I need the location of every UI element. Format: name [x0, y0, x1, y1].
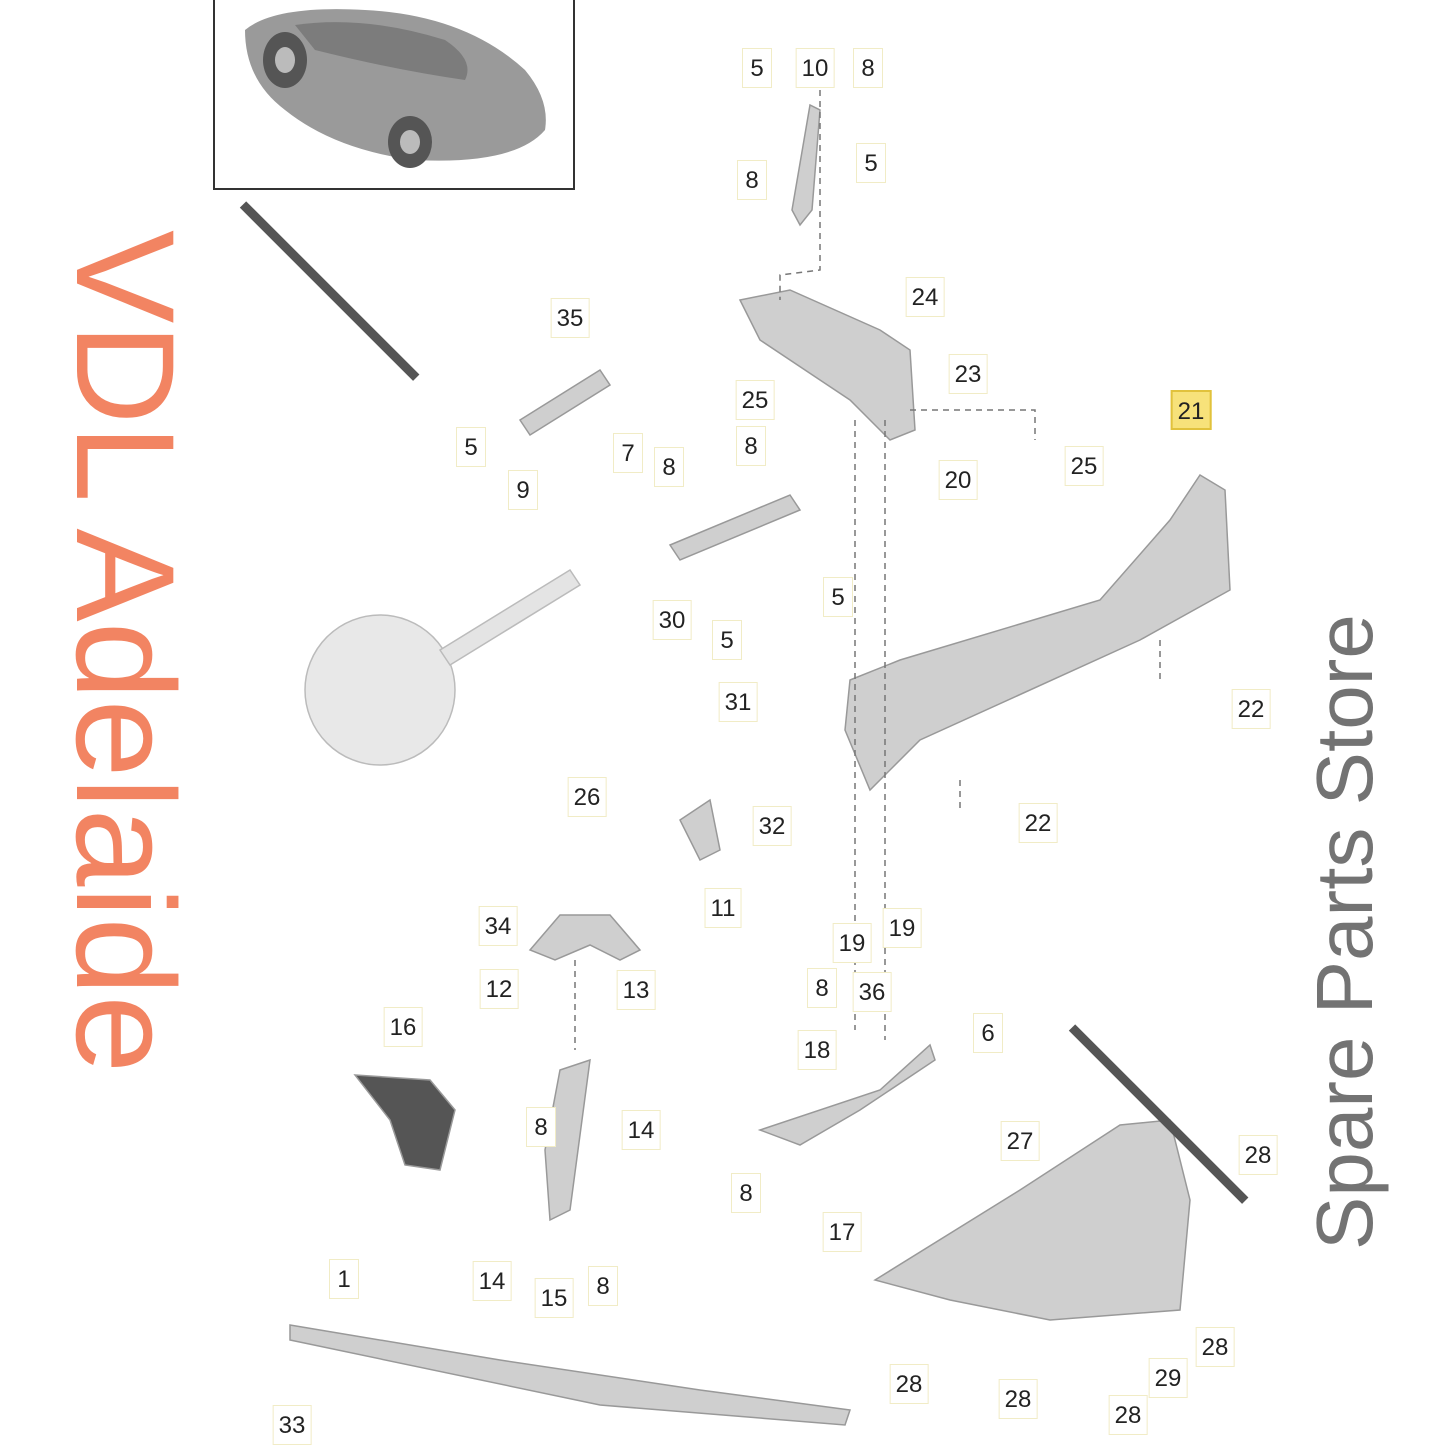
mount-34: [528, 914, 642, 961]
underbody-panel-27: [873, 1119, 1191, 1321]
part-label[interactable]: 13: [616, 970, 656, 1010]
part-label[interactable]: 25: [735, 380, 775, 420]
crossmember-21: [844, 473, 1231, 792]
part-label[interactable]: 28: [998, 1379, 1038, 1419]
part-label[interactable]: 31: [718, 682, 758, 722]
part-label[interactable]: 12: [479, 969, 519, 1009]
part-label[interactable]: 15: [534, 1278, 574, 1318]
part-label[interactable]: 17: [822, 1212, 862, 1252]
part-label[interactable]: 5: [856, 143, 886, 183]
part-label[interactable]: 10: [795, 48, 835, 88]
part-label[interactable]: 19: [832, 923, 872, 963]
part-label[interactable]: 28: [889, 1364, 929, 1404]
part-label[interactable]: 22: [1018, 803, 1058, 843]
part-label[interactable]: 27: [1000, 1121, 1040, 1161]
part-label[interactable]: 1: [329, 1259, 359, 1299]
part-label[interactable]: 32: [752, 806, 792, 846]
part-label[interactable]: 5: [456, 427, 486, 467]
bracket-16: [353, 1074, 456, 1171]
part-label[interactable]: 5: [712, 620, 742, 660]
part-label[interactable]: 33: [272, 1405, 312, 1445]
part-label[interactable]: 28: [1108, 1395, 1148, 1435]
part-label[interactable]: 5: [742, 48, 772, 88]
part-label[interactable]: 18: [797, 1030, 837, 1070]
part-label[interactable]: 8: [588, 1266, 618, 1306]
part-label[interactable]: 19: [882, 908, 922, 948]
part-label[interactable]: 8: [731, 1173, 761, 1213]
bracket-11: [679, 798, 721, 862]
part-label[interactable]: 29: [1148, 1358, 1188, 1398]
brace-1: [289, 1324, 851, 1426]
part-label[interactable]: 9: [508, 470, 538, 510]
part-label[interactable]: 20: [938, 460, 978, 500]
car-illustration: [245, 9, 546, 168]
part-label[interactable]: 22: [1231, 689, 1271, 729]
part-label[interactable]: 30: [652, 600, 692, 640]
part-label[interactable]: 8: [737, 160, 767, 200]
part-label[interactable]: 8: [853, 48, 883, 88]
part-label[interactable]: 28: [1195, 1327, 1235, 1367]
part-label[interactable]: 6: [973, 1013, 1003, 1053]
part-label[interactable]: 36: [852, 972, 892, 1012]
link-30: [668, 494, 802, 561]
part-label[interactable]: 7: [613, 433, 643, 473]
part-label[interactable]: 8: [736, 426, 766, 466]
part-label[interactable]: 11: [704, 888, 742, 928]
brake-disc: [304, 614, 456, 766]
drive-shaft: [438, 568, 582, 667]
part-label[interactable]: 8: [807, 968, 837, 1008]
part-label[interactable]: 34: [478, 906, 518, 946]
lower-arm-18: [757, 1043, 936, 1146]
part-label[interactable]: 24: [905, 277, 945, 317]
part-label[interactable]: 8: [526, 1107, 556, 1147]
link-35: [518, 368, 612, 437]
part-label[interactable]: 14: [472, 1261, 512, 1301]
part-label[interactable]: 35: [550, 298, 590, 338]
part-label[interactable]: 26: [567, 777, 607, 817]
part-label[interactable]: 25: [1064, 446, 1104, 486]
part-label[interactable]: 5: [823, 577, 853, 617]
part-label[interactable]: 23: [948, 354, 988, 394]
part-label[interactable]: 8: [654, 447, 684, 487]
part-label[interactable]: 16: [383, 1007, 423, 1047]
part-label[interactable]: 14: [621, 1110, 661, 1150]
vehicle-overview-inset: [213, 0, 575, 190]
part-label-highlighted[interactable]: 21: [1170, 390, 1212, 430]
subframe-23: [738, 289, 916, 441]
upper-link-10: [791, 103, 821, 227]
part-label[interactable]: 28: [1238, 1135, 1278, 1175]
